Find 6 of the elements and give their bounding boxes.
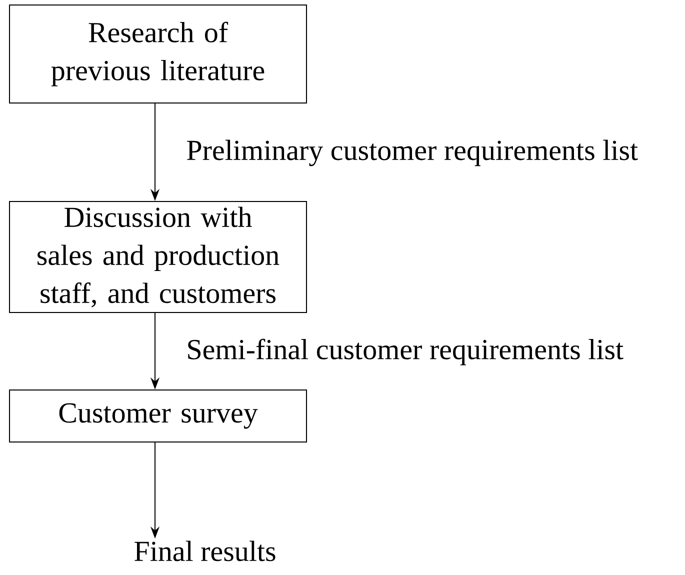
edge-label: Preliminary customer requirements list — [187, 140, 638, 166]
process-box: Discussion with sales and production staff, and customers — [9, 201, 307, 313]
edge-label: Semi-final customer requirements list — [188, 338, 624, 366]
process-box: Customer survey — [9, 389, 307, 442]
process-box: Research of previous literature — [9, 4, 307, 104]
result-text: Final results — [134, 540, 276, 562]
